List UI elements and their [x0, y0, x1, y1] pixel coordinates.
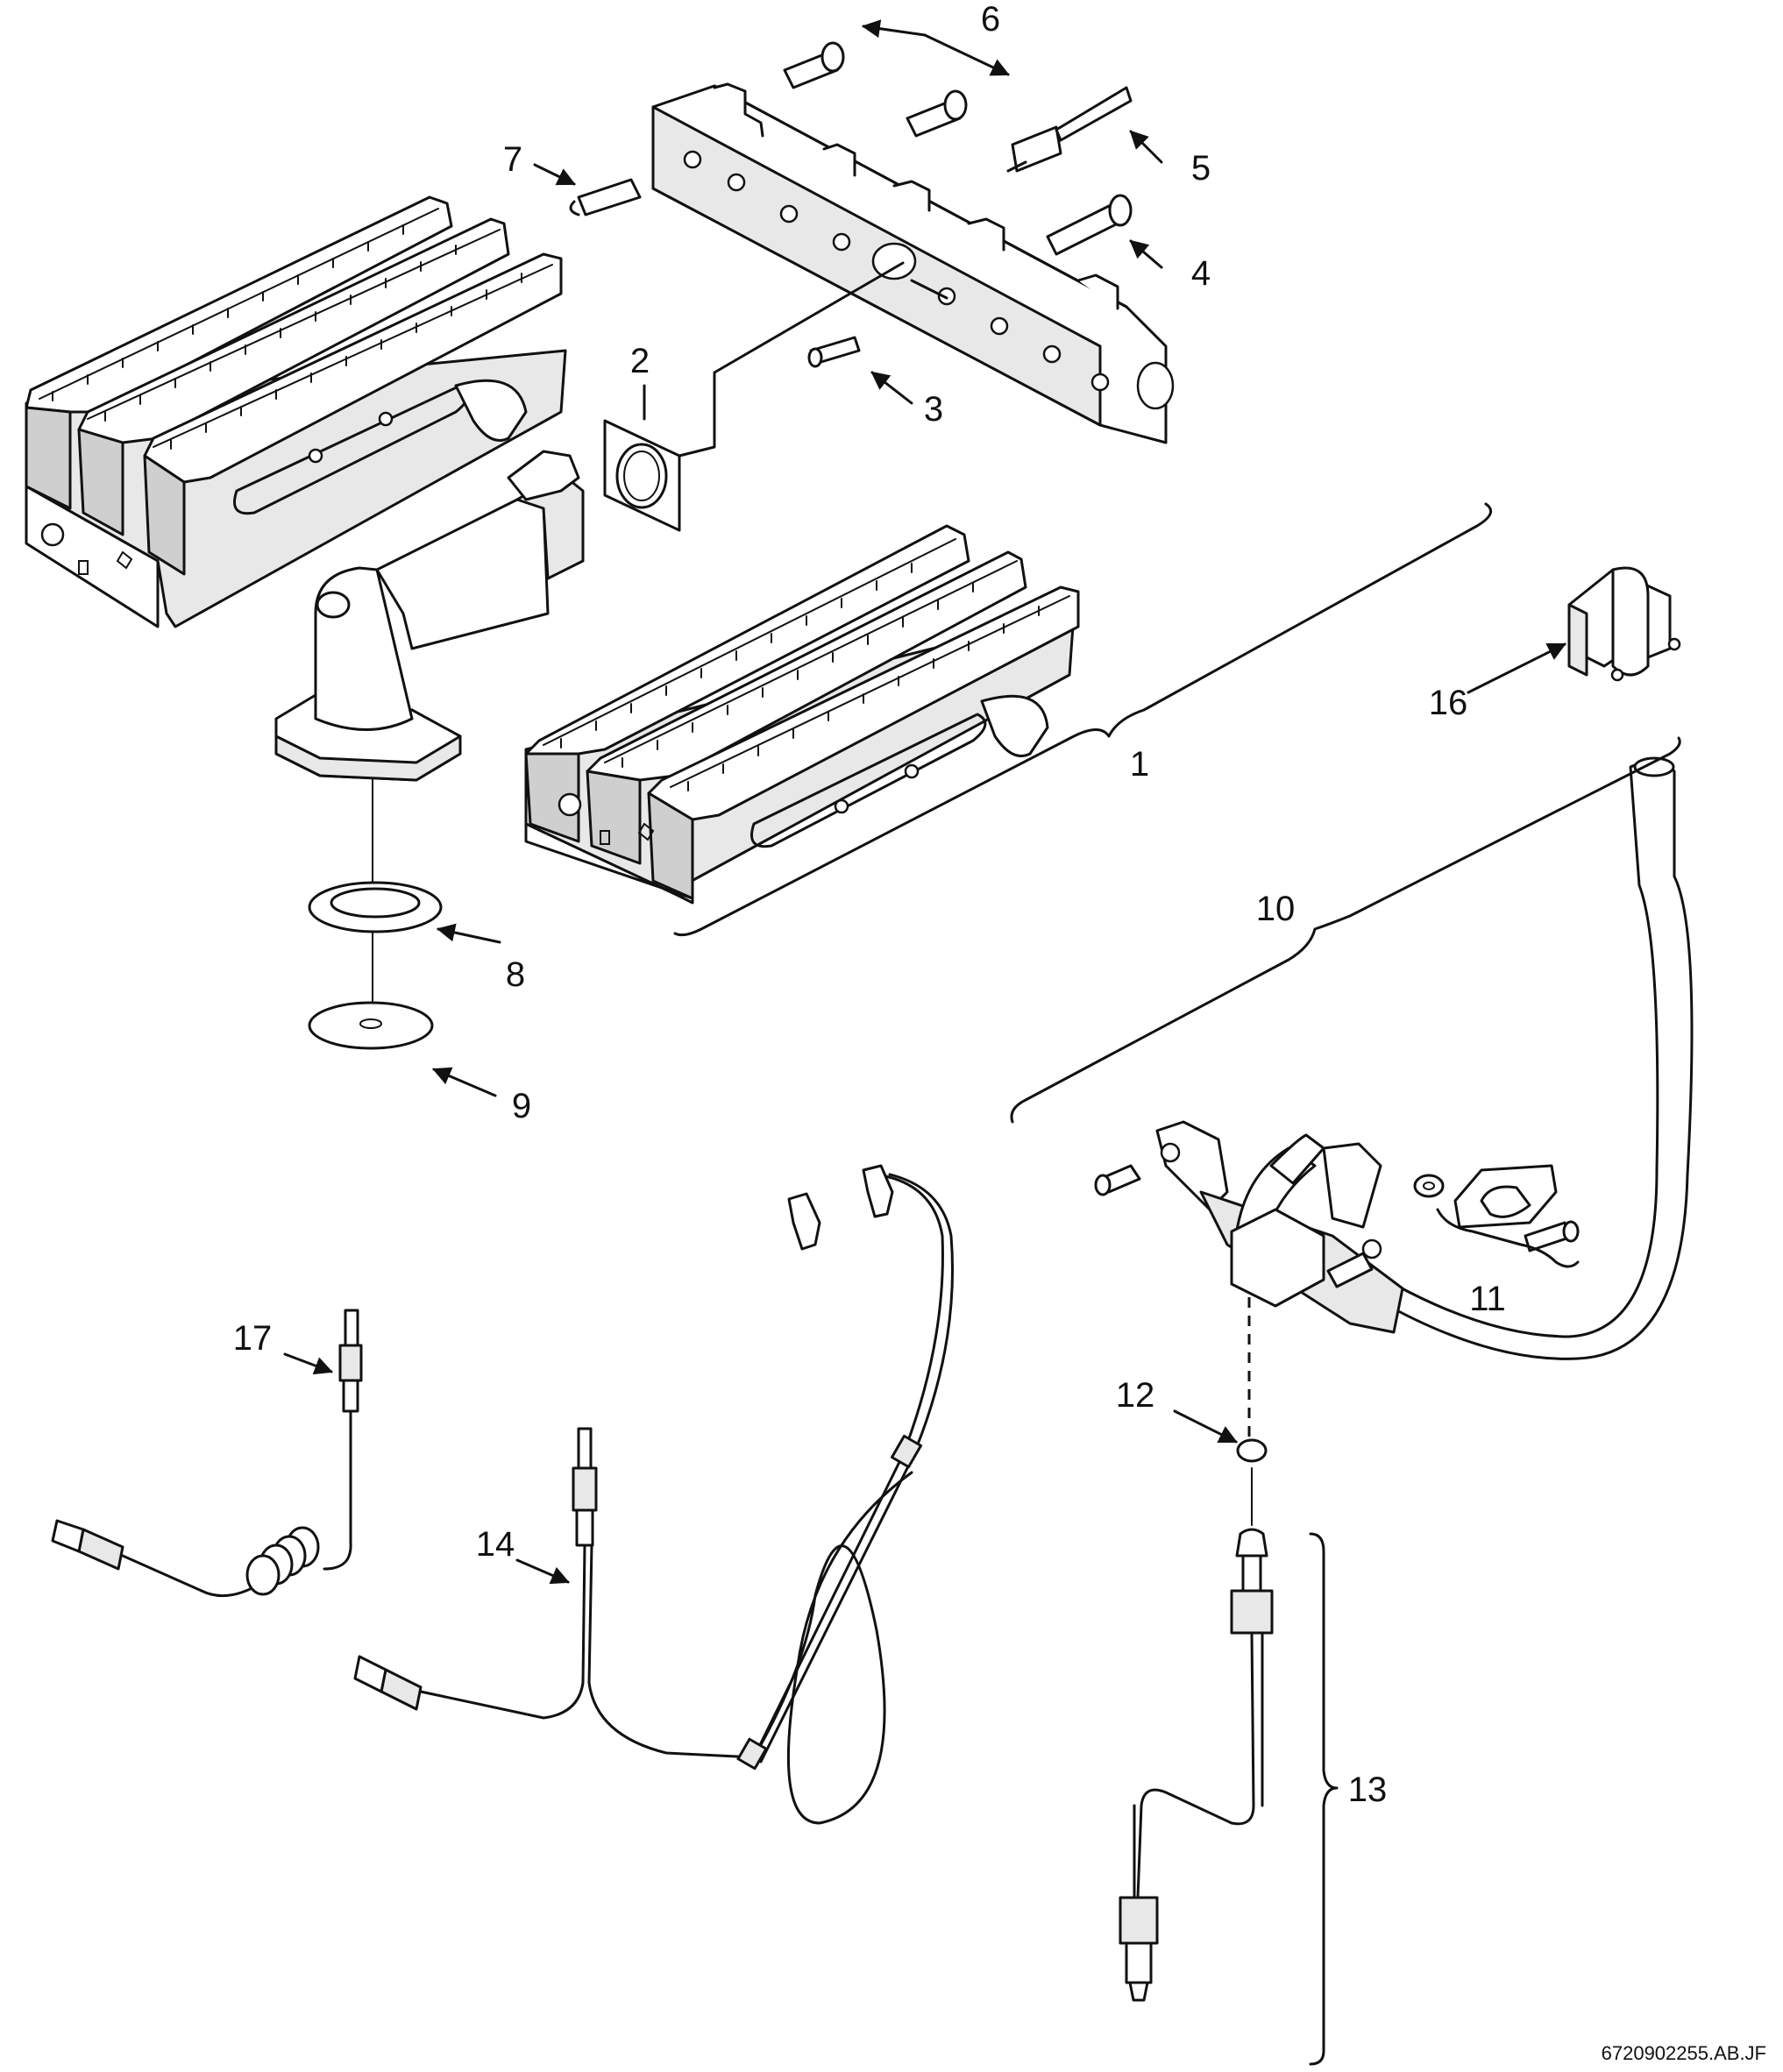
callout-2: 2	[630, 342, 650, 380]
callout-17: 17	[233, 1319, 273, 1358]
figure-reference-code: 6720902255.AB.JF	[1602, 2042, 1766, 2064]
callout-5: 5	[1191, 149, 1211, 188]
injector-nozzle-3	[807, 336, 861, 368]
callout-4: 4	[1191, 254, 1211, 293]
injector-nozzle-7	[569, 178, 642, 216]
electrode-5	[1011, 86, 1133, 173]
gas-inlet-elbow	[274, 450, 585, 782]
callout-14: 14	[476, 1525, 515, 1564]
burner-bank-left	[25, 195, 567, 628]
callout-12: 12	[1116, 1376, 1155, 1415]
callout-10: 10	[1256, 890, 1296, 928]
callout-8: 8	[506, 955, 525, 994]
pilot-pipe	[1119, 1528, 1274, 2002]
gasket	[603, 419, 681, 532]
washer-disc	[308, 1001, 434, 1050]
manifold-rail	[651, 82, 1175, 444]
callout-11: 11	[1469, 1280, 1506, 1318]
pilot-jet	[1236, 1438, 1268, 1463]
bracket-kit	[1413, 1164, 1580, 1252]
thermocouple-harness	[353, 1164, 955, 1825]
pilot-burner	[1094, 756, 1694, 1360]
callout-16: 16	[1429, 684, 1468, 722]
callout-1: 1	[1130, 745, 1149, 784]
callout-6: 6	[981, 0, 1000, 39]
clip-bracket	[1567, 566, 1681, 682]
callout-9: 9	[512, 1087, 531, 1125]
screw-6a	[783, 41, 845, 89]
leader-lines	[283, 19, 1681, 2066]
callout-labels: 6 7 5 4 2 3 16 1 10 8 9 11 17 12 14 13	[233, 0, 1506, 1809]
screw-6b	[906, 89, 968, 138]
burner-bank-right	[524, 524, 1080, 905]
screw-4	[1046, 194, 1133, 256]
callout-3: 3	[924, 390, 943, 429]
sealing-ring	[308, 881, 443, 933]
thermocouple	[51, 1309, 363, 1598]
callout-7: 7	[503, 140, 522, 179]
callout-13: 13	[1348, 1770, 1388, 1809]
